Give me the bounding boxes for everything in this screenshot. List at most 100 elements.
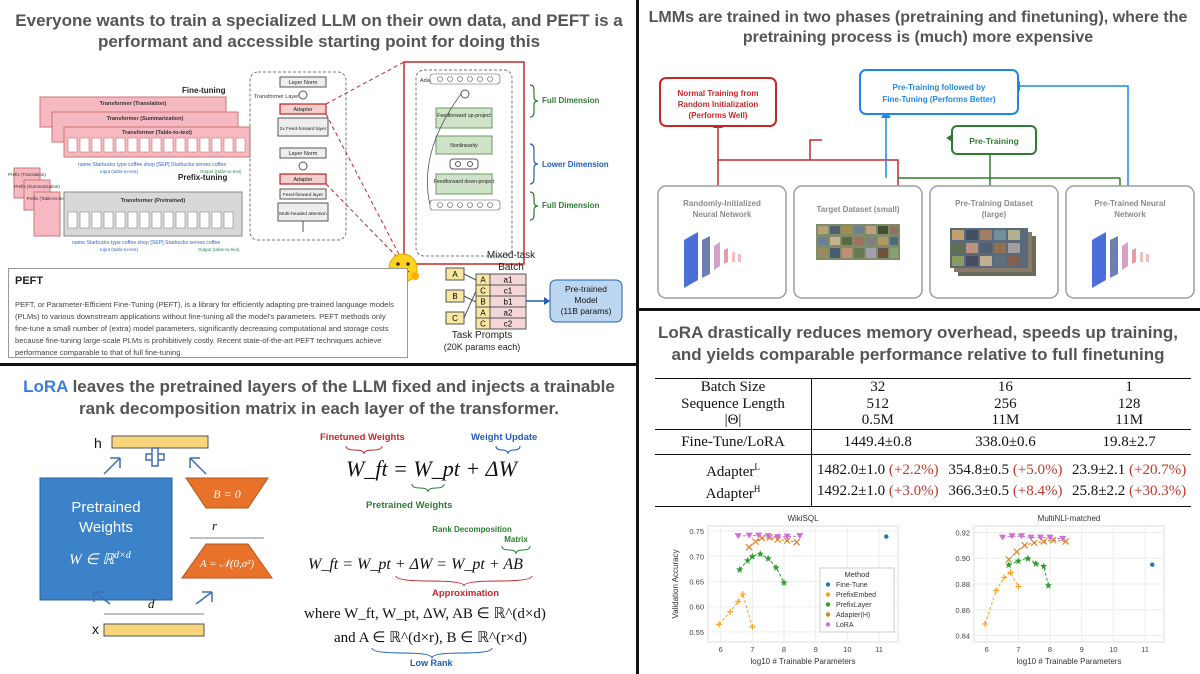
layer-norm-top xyxy=(279,76,327,88)
data-point-PrefixEmbed xyxy=(1001,574,1008,581)
adapter-bottom-vector xyxy=(429,199,501,211)
y-tick-label: 0.70 xyxy=(689,552,704,561)
data-point-PrefixEmbed xyxy=(749,623,756,630)
data-point-PrefixLayer xyxy=(764,554,772,562)
legend-marker xyxy=(825,592,831,597)
pretrained-transformer-label: Transformer (Pretrained) xyxy=(121,198,186,204)
data-point-PrefixEmbed xyxy=(993,587,1000,594)
lower-dimension-brace xyxy=(529,143,539,185)
random-net-icon xyxy=(684,232,741,288)
x-tick-label: 6 xyxy=(719,645,723,654)
batch-rows: A a1 C c1 B b1 A a2 C c2 xyxy=(475,273,527,330)
adapter-top xyxy=(279,103,327,115)
layer-norm-top-label: Layer Norm xyxy=(289,80,318,86)
prefix-translation-label: Prefix (Translation) xyxy=(8,172,46,177)
y-axis-label: Validation Accuracy xyxy=(671,549,680,618)
equation-1: W_ft = W_pt + ΔW xyxy=(346,456,519,481)
table-row: AdapterL 1482.0±1.0 (+2.2%) 354.8±0.5 (+… xyxy=(655,454,1191,481)
adapter-top-label: Adapter xyxy=(293,107,312,113)
x-tick-label: 10 xyxy=(1109,645,1117,654)
x-tick-label: 8 xyxy=(782,645,786,654)
batch-item-4: a2 xyxy=(504,309,513,318)
layer-norm-mid-label: Layer Norm xyxy=(289,151,318,157)
table-cell: 16 xyxy=(943,378,1068,396)
header-batch-size: Batch Size xyxy=(655,378,812,396)
ffn-2x-label: 2x Feed-forward layer xyxy=(280,126,327,132)
skip-connection xyxy=(427,93,462,206)
low-rank-brace xyxy=(371,647,493,659)
finetuning-label: Fine-tuning xyxy=(182,86,226,95)
data-point-Fine-Tune xyxy=(884,534,889,539)
equation-2: W_ft = W_pt + ΔW = W_pt + AB xyxy=(308,556,523,573)
target-dataset-label: Target Dataset (small) xyxy=(817,205,900,214)
red-line-network-dataset xyxy=(717,159,899,190)
batch-link-2 xyxy=(463,295,477,303)
batch-task-1: A xyxy=(480,276,486,285)
pretraining-dataset-images xyxy=(950,228,1036,276)
cell-delta: (+30.3%) xyxy=(1129,483,1187,499)
data-point-LoRA xyxy=(764,533,772,540)
data-point-LoRA xyxy=(1046,534,1054,541)
x-label: x xyxy=(92,621,99,637)
ffn-1x xyxy=(279,188,327,200)
batch-item-2: c1 xyxy=(504,287,513,296)
x-tick-label: 11 xyxy=(875,645,883,654)
random-net-line-2: Neural Network xyxy=(693,210,752,219)
a-label: A = 𝒩(0,σ²) xyxy=(199,558,255,570)
left-up-arrow xyxy=(103,457,121,475)
legend-box xyxy=(819,567,895,633)
table-cell: 1449.4±0.8 xyxy=(811,428,944,455)
chart-title: WikiSQL xyxy=(787,514,819,523)
table-cell: 256 xyxy=(994,395,1017,412)
cell-value: 1492.2±1.0 xyxy=(816,483,886,499)
data-point-PrefixLayer xyxy=(780,578,788,586)
normal-training-line-1: Normal Training from xyxy=(678,89,759,98)
table-cell: 512 xyxy=(866,395,890,412)
batch-item-1: a1 xyxy=(504,276,513,285)
legend-entry: Adapter(H) xyxy=(836,612,870,619)
cell-value: 25.8±2.2 xyxy=(1072,483,1126,499)
x-tick-label: 11 xyxy=(1141,645,1149,654)
up-project-block xyxy=(435,107,493,129)
y-tick-label: 0.75 xyxy=(689,527,704,536)
bottleneck-unit-1 xyxy=(455,161,461,167)
b-matrix xyxy=(185,477,269,509)
batch-link-1 xyxy=(463,273,477,281)
y-tick-label: 0.84 xyxy=(955,632,970,641)
multihead-attention-label: Multi-headed attention xyxy=(279,211,327,217)
task-letter-c: C xyxy=(452,314,458,323)
x-tick-label: 10 xyxy=(843,645,851,654)
mixed-batch-label-1: Mixed-task xyxy=(487,250,536,261)
rank-decomposition-line-1: Rank Decomposition xyxy=(432,525,512,534)
data-point-PrefixLayer xyxy=(1014,557,1022,565)
transformer-layer-outline xyxy=(249,71,347,241)
y-tick-label: 0.65 xyxy=(689,577,704,586)
x-axis-label: log10 # Trainable Parameters xyxy=(1017,657,1122,666)
cell-value: 23.9±2.1 xyxy=(1072,461,1126,478)
data-point-LoRA xyxy=(1027,534,1035,541)
transformer-layer-label: Transformer Layer xyxy=(254,94,299,100)
x-axis-label: log10 # Trainable Parameters xyxy=(751,657,856,666)
table-cell: 0.5M xyxy=(861,412,894,428)
adapter-h-text: Adapter xyxy=(705,485,754,502)
pretrained-model-line-2: Model xyxy=(574,295,597,305)
full-dimension-label-bottom: Full Dimension xyxy=(542,201,599,210)
header-params: |Θ| xyxy=(655,412,812,429)
q3-title-rest: leaves the pretrained layers of the LLM … xyxy=(67,377,615,418)
ffn-2x xyxy=(277,117,329,137)
cell-delta: (+5.0%) xyxy=(1012,461,1063,478)
legend-entry: PrefixLayer xyxy=(836,602,872,609)
batch-to-model-arrowhead xyxy=(544,297,550,305)
mixed-batch-label-2: Batch xyxy=(498,262,524,273)
cell-value: 1482.0±1.0 xyxy=(816,461,886,478)
adapter-bottom xyxy=(279,173,327,185)
right-horizontal-divider xyxy=(637,308,1200,311)
prefix-output-label: Output (table-to-text) xyxy=(198,247,240,252)
normal-training-line-2: Random Initialization xyxy=(678,100,759,109)
prefix-stack: Prefix (Translation) Prefix (Summarizati… xyxy=(8,167,243,237)
x-tick-label: 9 xyxy=(814,645,818,654)
blue-line-pretrained xyxy=(1018,85,1129,190)
pretrained-net-line-2: Network xyxy=(1114,210,1146,219)
data-point-PrefixLayer xyxy=(1032,559,1040,567)
